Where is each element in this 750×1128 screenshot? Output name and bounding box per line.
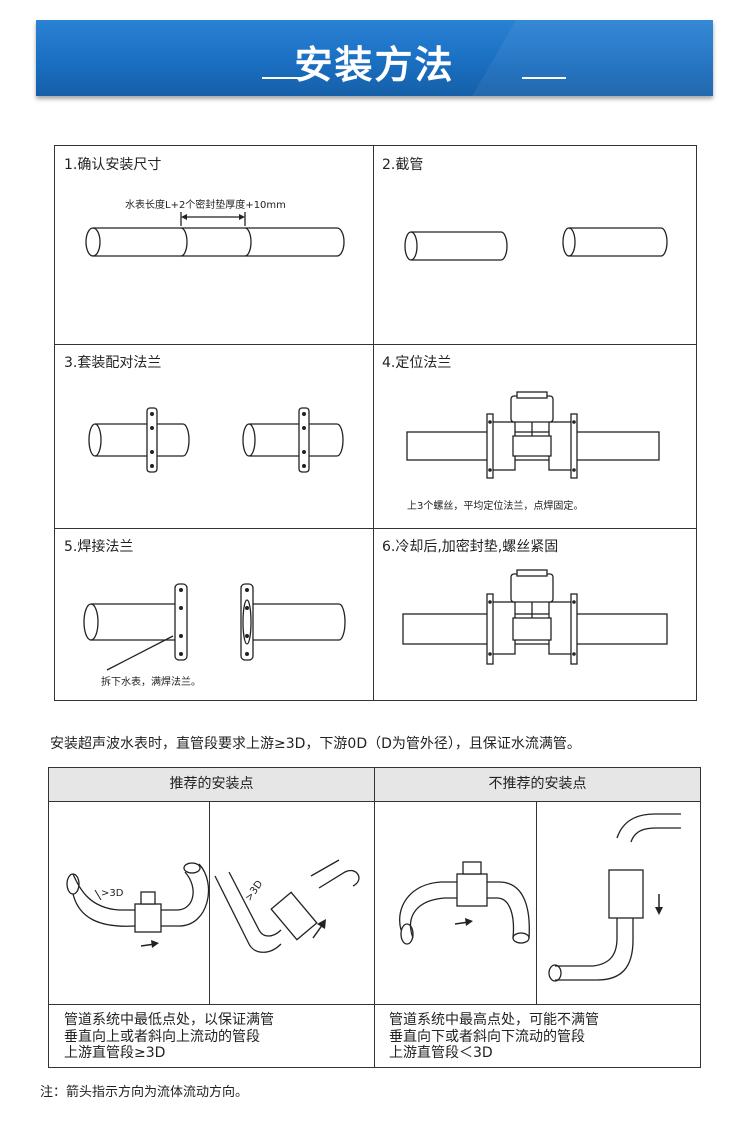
recommended-upward-slope-illustration (214, 859, 360, 953)
gasket-bolt-tighten-illustration (402, 569, 668, 665)
recommended-desc-line-1: 管道系统中最低点处，以保证满管 (64, 1012, 274, 1028)
step-4-note: 上3个螺丝，平均定位法兰，点焊固定。 (407, 501, 584, 512)
flow-direction-footnote: 注：箭头指示方向为流体流动方向。 (40, 1085, 249, 1100)
banner-title: 安装方法 (294, 43, 455, 87)
step-1-cell: 1.确认安装尺寸 水表长度L+2个密封垫厚度+10mm (55, 146, 373, 344)
recommended-description: 管道系统中最低点处，以保证满管 垂直向上或者斜向上流动的管段 上游直管段≥3D (64, 1012, 274, 1062)
banner-right-rule (522, 77, 566, 79)
step-3-title: 3.套装配对法兰 (64, 355, 162, 371)
installation-steps-grid: 1.确认安装尺寸 水表长度L+2个密封垫厚度+10mm 2.截管 (54, 145, 697, 701)
step-5-cell: 5.焊接法兰 拆下水表，满焊法兰。 (55, 528, 373, 700)
not-recommended-flow-arrow-1 (454, 918, 473, 926)
recommended-header: 推荐的安装点 (49, 768, 374, 801)
not-recommended-downward-flow-illustration (548, 813, 681, 982)
step-4-title: 4.定位法兰 (382, 355, 452, 371)
step-4-cell: 4.定位法兰 上3个螺丝，平均定位法兰，点焊固定。 (373, 344, 696, 528)
step-1-dimension-note: 水表长度L+2个密封垫厚度+10mm (125, 200, 286, 211)
step-5-title: 5.焊接法兰 (64, 539, 134, 555)
cut-measure-pipe-illustration (85, 212, 345, 257)
grid-divider-row-1 (55, 344, 696, 345)
recommended-3d-label: >3D (101, 888, 124, 899)
recommended-flow-arrow-1 (140, 940, 159, 948)
not-recommended-desc-line-3: 上游直管段＜3D (389, 1045, 493, 1061)
step-2-cell: 2.截管 (373, 146, 696, 344)
grid-divider-row-2 (55, 528, 696, 529)
not-recommended-desc-line-1: 管道系统中最高点处，可能不满管 (389, 1012, 599, 1028)
not-recommended-flow-arrow-2 (655, 894, 663, 915)
not-recommended-desc-line-2: 垂直向下或者斜向下流动的管段 (389, 1028, 585, 1045)
recommended-flow-arrow-2 (312, 919, 326, 939)
not-recommended-split (536, 801, 537, 1004)
recommended-desc-line-2: 垂直向上或者斜向上流动的管段 (64, 1028, 260, 1045)
step-2-title: 2.截管 (382, 157, 424, 173)
step-6-title: 6.冷却后,加密封垫,螺丝紧固 (382, 539, 559, 555)
recommended-3d-label-slope: >3D (243, 878, 265, 903)
not-recommended-header: 不推荐的安装点 (375, 768, 700, 801)
recommended-desc-line-3: 上游直管段≥3D (64, 1045, 166, 1061)
position-flange-meter-illustration (406, 391, 660, 479)
installation-point-illustrations: >3D >3D (66, 813, 681, 982)
not-recommended-description: 管道系统中最高点处，可能不满管 垂直向下或者斜向下流动的管段 上游直管段＜3D (389, 1012, 599, 1062)
fit-flanges-illustration (88, 407, 344, 473)
column-divider (374, 768, 375, 1067)
description-divider (49, 1004, 700, 1005)
weld-flange-illustration (83, 583, 346, 671)
not-recommended-highest-point-illustration (399, 861, 530, 945)
recommended-split (209, 801, 210, 1004)
step-5-note: 拆下水表，满焊法兰。 (101, 677, 201, 688)
title-banner: 安装方法 (36, 20, 713, 96)
cut-pipe-illustration (404, 227, 668, 261)
grid-divider-vertical (373, 146, 374, 700)
step-1-title: 1.确认安装尺寸 (64, 157, 162, 173)
step-3-cell: 3.套装配对法兰 (55, 344, 373, 528)
banner-left-rule (262, 77, 306, 79)
recommended-lowest-point-illustration (66, 862, 210, 933)
installation-point-comparison-table: 推荐的安装点 不推荐的安装点 >3D > (48, 767, 701, 1068)
straight-pipe-requirement: 安装超声波水表时，直管段要求上游≥3D，下游0D（D为管外径），且保证水流满管。 (50, 736, 581, 752)
step-6-cell: 6.冷却后,加密封垫,螺丝紧固 (373, 528, 696, 700)
